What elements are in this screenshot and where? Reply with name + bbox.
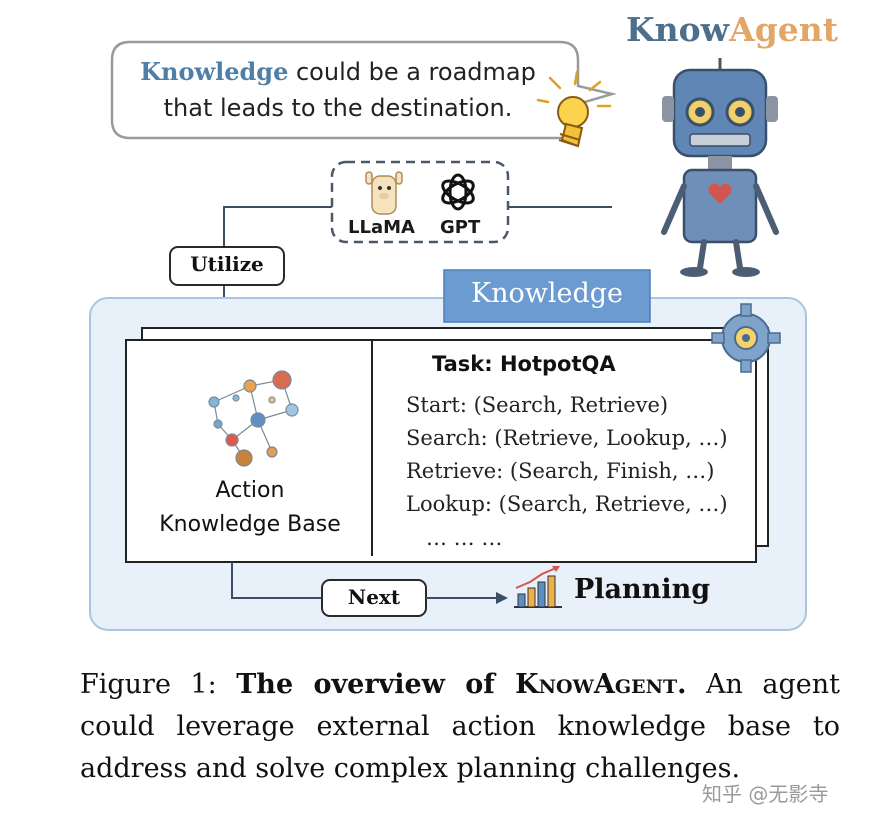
task-line: … … …	[426, 526, 503, 550]
watermark: 知乎 @无影寺	[702, 782, 829, 806]
caption-rest: An agent could leverage external action …	[80, 669, 840, 784]
action-kb-line-1: Action	[215, 478, 285, 503]
task-title: Task: HotpotQA	[432, 352, 616, 376]
task-line: Retrieve: (Search, Finish, …)	[406, 459, 715, 483]
utilize-label: Utilize	[190, 252, 264, 276]
robot-icon	[661, 58, 779, 277]
llama-label: LLaMA	[348, 217, 415, 238]
knowagent-title: KnowAgent	[626, 10, 838, 49]
bubble-keyword: Knowledge	[140, 57, 289, 86]
planning-label: Planning	[574, 574, 711, 605]
gpt-icon	[441, 173, 475, 211]
knowledge-tab	[443, 269, 651, 323]
lightbulb-icon	[536, 70, 612, 148]
utilize-tag	[169, 246, 285, 286]
action-kb-label: Action Knowledge Base	[130, 474, 370, 542]
caption-bold: The overview of KnowAgent.	[236, 669, 687, 700]
gpt-label: GPT	[440, 217, 481, 238]
arrow-icon	[496, 592, 508, 604]
bubble-rest: could be a roadmap	[288, 58, 536, 86]
title-agent: Agent	[729, 10, 839, 49]
caption-prefix: Figure 1:	[80, 669, 237, 700]
task-card	[125, 339, 757, 563]
network-icon	[208, 370, 299, 467]
next-label: Next	[347, 585, 401, 609]
llama-icon	[365, 171, 403, 215]
task-line: Lookup: (Search, Retrieve, …)	[406, 492, 728, 516]
title-know: Know	[626, 10, 730, 49]
task-line: Start: (Search, Retrieve)	[406, 393, 669, 417]
bubble-line-2: that leads to the destination.	[163, 94, 513, 122]
action-kb-line-2: Knowledge Base	[159, 512, 341, 537]
figure-caption: Figure 1: The overview of KnowAgent. An …	[80, 664, 840, 790]
gear-icon	[711, 303, 781, 373]
task-line: Search: (Retrieve, Lookup, …)	[406, 426, 728, 450]
bubble-text: Knowledge could be a roadmap that leads …	[118, 54, 558, 126]
bar-chart-icon	[514, 566, 562, 608]
knowledge-tab-label: Knowledge	[470, 278, 624, 309]
bubble-line-1: Knowledge could be a roadmap	[118, 54, 558, 90]
